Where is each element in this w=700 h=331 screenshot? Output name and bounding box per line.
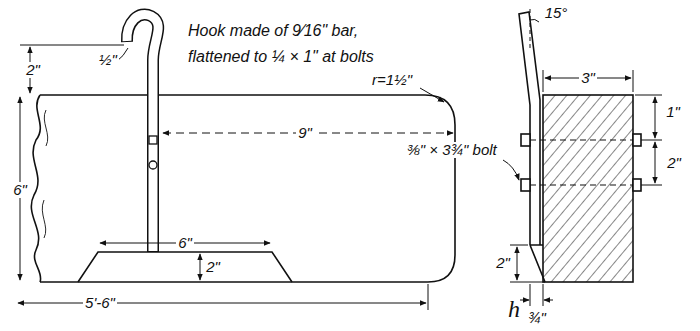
dimension-text: ½"	[97, 52, 119, 69]
dimension-text: 6"	[176, 235, 194, 252]
dimension-text: 2"	[667, 155, 681, 172]
runner-outline	[40, 95, 455, 282]
radius-text: r=1½"	[372, 72, 412, 89]
dimension-text: 2"	[204, 259, 222, 276]
bolt-head	[149, 136, 157, 144]
dimension-line	[200, 254, 201, 280]
bolt-head	[521, 134, 530, 146]
dimension-line	[520, 300, 529, 301]
extension-line	[641, 185, 662, 186]
leader-line	[420, 88, 444, 102]
dimension-text: 2"	[24, 62, 42, 79]
extension-line	[510, 245, 528, 246]
dimension-text: 2"	[496, 255, 510, 272]
extension-line	[530, 284, 531, 306]
dimension-text: 9"	[296, 125, 314, 142]
extension-line	[428, 284, 429, 310]
angle-text: 15°	[545, 5, 568, 22]
dimension-text: 6"	[11, 182, 29, 199]
angle-line	[530, 6, 531, 48]
angle-arc	[530, 19, 539, 22]
side-view	[18, 14, 455, 310]
hook-bar	[127, 14, 158, 251]
extension-line	[543, 70, 544, 92]
bolt-nut	[633, 134, 641, 146]
dimension-line	[655, 142, 656, 183]
dimension-line	[544, 300, 553, 301]
hook-note: Hook made of 9⁄16" bar, flattened to ¼ ×…	[188, 18, 423, 71]
dimension-text: ¾"	[528, 310, 546, 327]
dimension-line	[18, 303, 426, 304]
extension-line	[543, 284, 544, 306]
section-hatch	[543, 95, 633, 282]
extension-line	[510, 282, 545, 283]
extension-line	[635, 95, 662, 96]
dimension-text: 1"	[666, 104, 680, 121]
extension-line	[641, 140, 662, 141]
bolt-nut	[149, 161, 157, 169]
break-line	[42, 110, 47, 238]
bolt-nut	[633, 179, 641, 191]
bolt-line	[530, 184, 633, 185]
dimension-line	[517, 247, 518, 280]
leader-line	[503, 160, 519, 180]
break-line	[31, 95, 40, 282]
shoe-block	[78, 252, 292, 282]
bolt-head	[521, 179, 530, 191]
dimension-text: 3"	[579, 70, 597, 87]
bolt-callout: ⅜" × 3¾" bolt	[405, 142, 498, 159]
extension-line	[20, 45, 124, 46]
dimension-text: 5'-6"	[83, 295, 117, 312]
hook-bar	[127, 14, 158, 252]
figure-letter: h	[508, 296, 520, 322]
bolt-line	[530, 139, 633, 140]
extension-line	[633, 70, 634, 92]
end-view	[503, 6, 662, 306]
dimension-line	[655, 97, 656, 138]
shoe-profile	[530, 245, 545, 282]
